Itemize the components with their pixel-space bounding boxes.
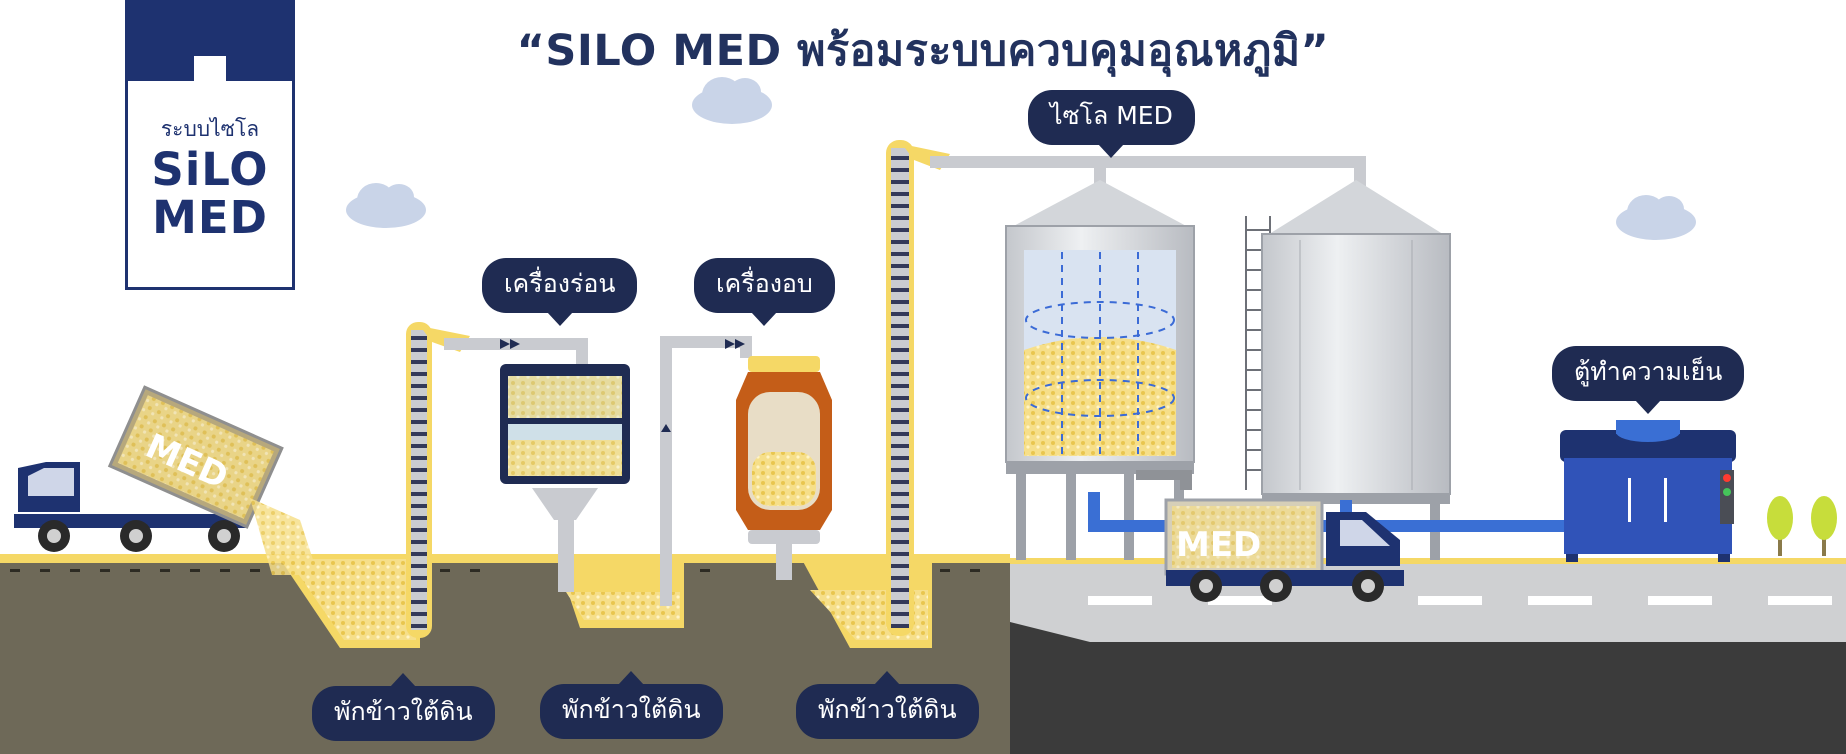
silo-2 (1261, 180, 1451, 560)
delivery-truck: MED (1164, 498, 1404, 602)
dump-truck: MED (14, 385, 318, 575)
cooler-unit (1560, 420, 1736, 562)
logo-line-2: MED (152, 191, 268, 244)
dryer-machine (736, 356, 832, 580)
bucket-elevator-1 (406, 322, 588, 638)
pit-label-1: พักข้าวใต้ดิน (312, 673, 495, 741)
logo-notch (194, 56, 226, 82)
silo-med-logo: ระบบไซโล SiLO MED (125, 0, 295, 290)
transfer-pipe (660, 336, 752, 606)
cooler-label: ตู้ทำความเย็น (1552, 346, 1745, 414)
cloud-decoration (346, 77, 1696, 240)
pit-label-2: พักข้าวใต้ดิน (540, 671, 723, 739)
logo-line-1: SiLO (151, 143, 269, 196)
silo-label: ไซโล MED (1028, 90, 1195, 158)
cleaner-machine (500, 364, 630, 592)
road (1010, 558, 1846, 754)
tree-decoration (1767, 496, 1837, 556)
dryer-label: เครื่องอบ (694, 258, 835, 326)
truck-logo-text: MED (1176, 525, 1261, 565)
logo-subtitle: ระบบไซโล (160, 117, 260, 141)
cleaner-label: เครื่องร่อน (482, 258, 638, 326)
page-title: “SILO MED พร้อมระบบควบคุมอุณหภูมิ” (516, 26, 1330, 76)
pit-label-3: พักข้าวใต้ดิน (796, 671, 979, 739)
bucket-elevator-2 (886, 140, 1366, 636)
